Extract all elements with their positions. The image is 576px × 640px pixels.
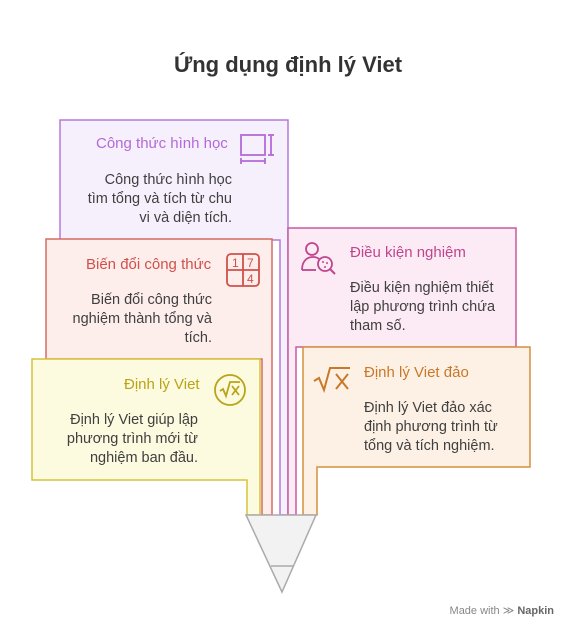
card-transform-label: Biến đổi công thức (86, 256, 212, 273)
person-search-icon (300, 240, 338, 281)
icon-digit-1: 1 (232, 256, 239, 270)
card-inverse-label: Định lý Viet đảo (364, 364, 469, 381)
card-inverse-desc: Định lý Viet đảo xác định phương trình t… (364, 400, 498, 454)
card-geometry-desc: Công thức hình học tìm tổng và tích từ c… (87, 172, 232, 226)
card-inverse-shape (302, 346, 531, 516)
made-with-text: Made with (449, 605, 500, 617)
icon-digit-4: 4 (247, 272, 254, 286)
funnel-tip (244, 514, 318, 594)
sqrt-x-icon (312, 365, 352, 398)
made-with-napkin: Made with ≫ Napkin (450, 604, 554, 617)
napkin-logo-icon: ≫ (502, 605, 515, 617)
square-measure-icon (238, 132, 276, 169)
grid-numbers-icon: 1 7 4 (225, 252, 263, 293)
card-viet-label: Định lý Viet (124, 376, 200, 393)
card-conditions-desc: Điều kiện nghiệm thiết lập phương trình … (350, 280, 496, 334)
card-viet-desc: Định lý Viet giúp lập phương trình mới t… (66, 412, 198, 466)
card-transform-desc: Biến đổi công thức nghiệm thành tổng và … (72, 292, 212, 346)
icon-digit-7: 7 (247, 256, 254, 270)
card-conditions-label: Điều kiện nghiệm (350, 244, 466, 261)
page-title: Ứng dụng định lý Viet (173, 52, 403, 77)
sqrt-x-circle-icon (212, 372, 248, 413)
card-geometry-label: Công thức hình học (96, 135, 228, 152)
napkin-brand: Napkin (517, 605, 554, 617)
